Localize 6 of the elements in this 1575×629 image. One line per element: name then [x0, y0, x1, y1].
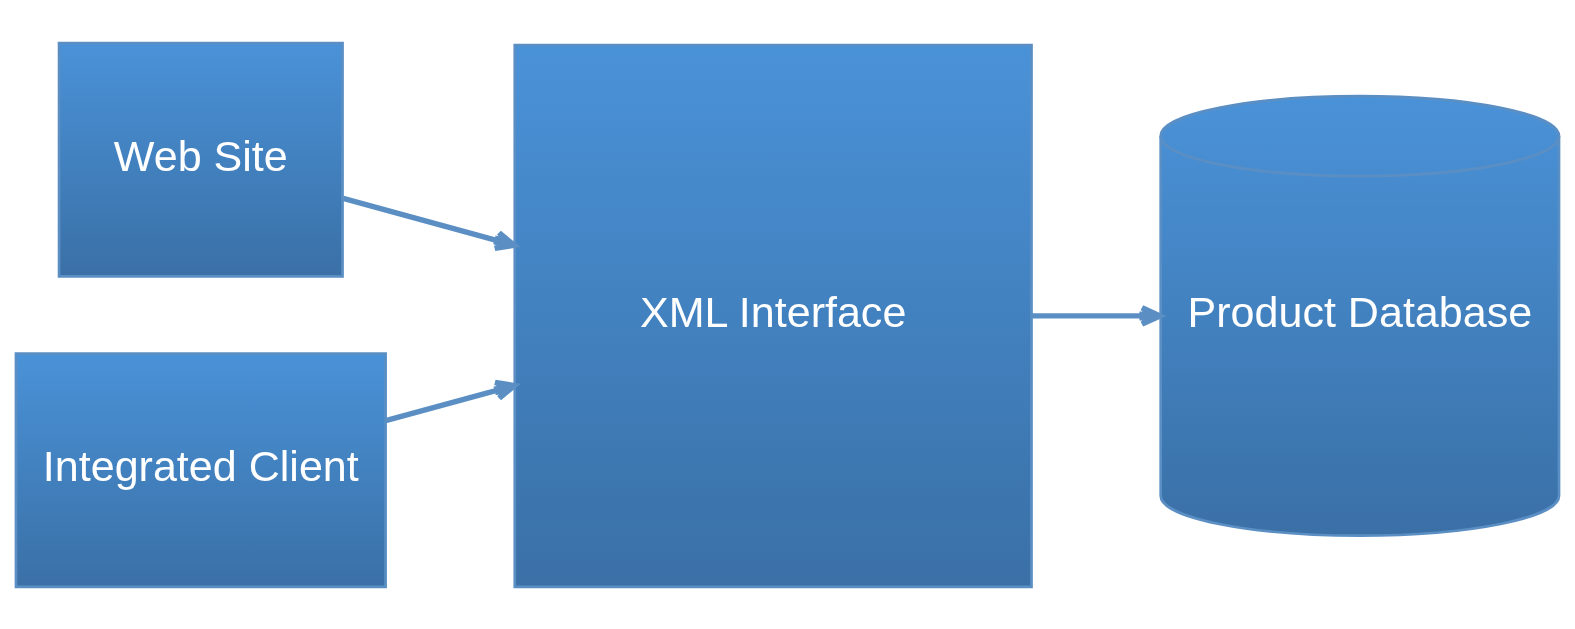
node-box: XML Interface [513, 43, 1033, 588]
arrow [1031, 304, 1163, 327]
arrow [342, 195, 517, 251]
node-box: Integrated Client [14, 351, 387, 588]
node-box: Web Site [57, 41, 344, 278]
arrow [385, 379, 518, 423]
